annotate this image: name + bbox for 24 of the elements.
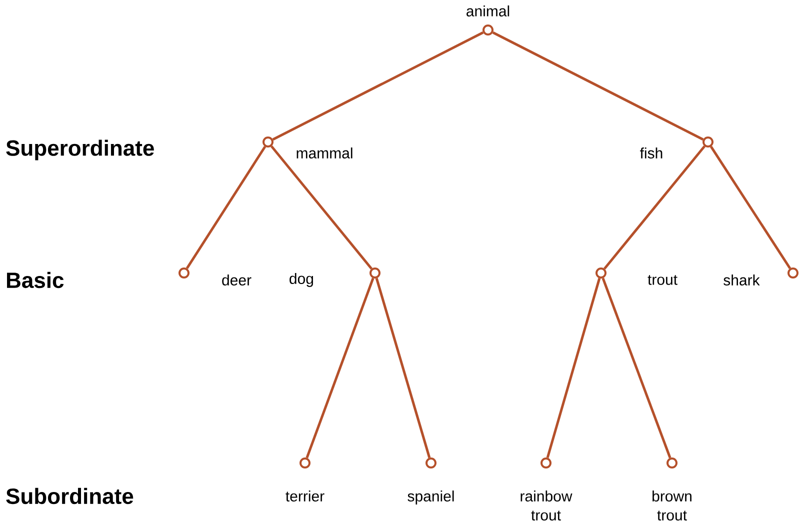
node-label: deer [222,274,252,286]
tree-branch [272,31,484,141]
tree-branch [186,146,266,270]
node-label: trout [648,275,678,285]
node-label: spaniel [408,490,454,504]
level-label: Subordinate [6,488,134,504]
tree-branch [375,278,431,458]
node-label: fish [640,147,662,158]
node-label: brown trout [652,490,692,521]
level-label: Basic [7,272,64,288]
node-label: dog [290,273,313,287]
node-label: mammal [296,147,352,158]
tree-branch [604,145,706,270]
tree-branch [270,145,372,270]
tree-branch [492,31,704,141]
node-label: shark [724,274,760,286]
tree-branch [546,278,601,458]
tree-branch [602,278,672,458]
node-label: animal [466,5,510,16]
node-label: rainbow trout [520,490,572,521]
node-label: terrier [286,490,324,502]
tree-branch [710,146,792,270]
level-label: Superordinate [6,140,154,160]
tree-branch [306,278,374,458]
